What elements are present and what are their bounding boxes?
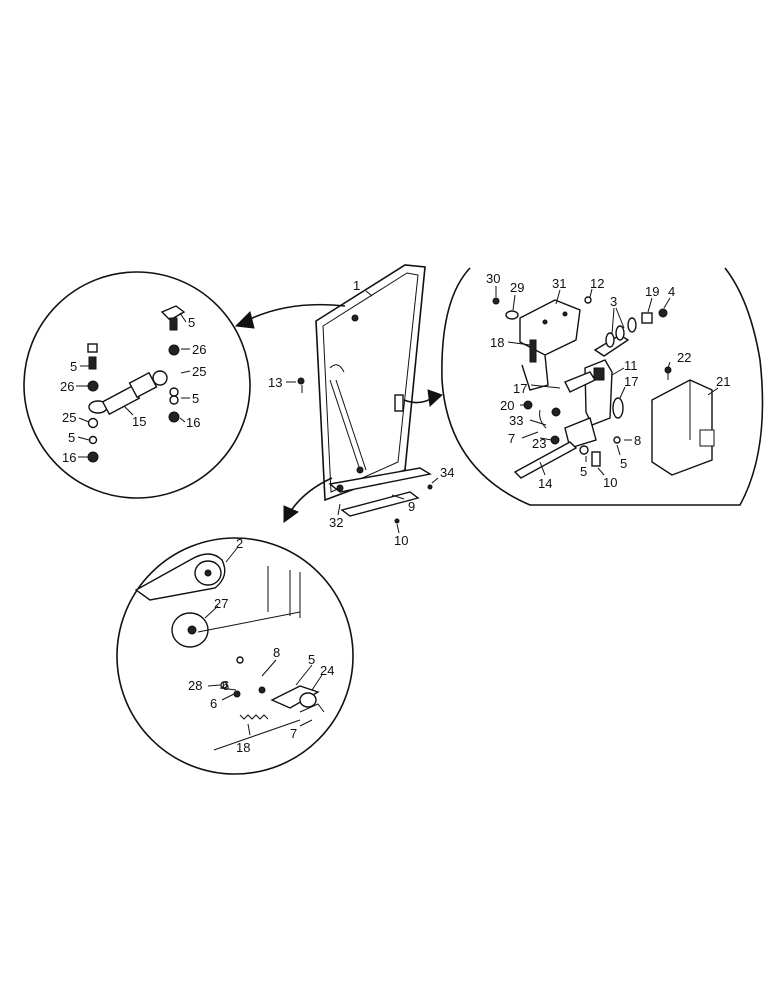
callout-label: 7 (290, 726, 297, 741)
callout-label: 34 (440, 465, 454, 480)
callout-label: 5 (68, 430, 75, 445)
main-door-assembly: 1 13 34 9 32 10 (234, 264, 454, 548)
callout-label: 10 (394, 533, 408, 548)
ball-joint-link (88, 370, 168, 416)
left-hardware-stack-1 (87, 343, 99, 463)
callout-label: 32 (329, 515, 343, 530)
bottom-leader-lines (204, 546, 323, 736)
callout-label: 31 (552, 276, 566, 291)
bottom-detail-circle (116, 537, 354, 775)
callout-label: 29 (510, 280, 524, 295)
pointer-arrows (234, 303, 443, 523)
callout-label: 15 (132, 414, 146, 429)
callout-label: 5 (192, 391, 199, 406)
callout-label: 9 (408, 499, 415, 514)
callout-label: 33 (509, 413, 523, 428)
callout-label: 26 (192, 342, 206, 357)
left-leader-lines (76, 312, 191, 458)
callout-label: 5 (188, 315, 195, 330)
callout-label: 6 (222, 678, 229, 693)
callout-label: 5 (308, 652, 315, 667)
left-detail-circle (23, 271, 251, 499)
left-hardware-stack-2 (160, 305, 186, 423)
callout-label: 2 (236, 536, 243, 551)
callout-label: 5 (70, 359, 77, 374)
callout-label: 5 (580, 464, 587, 479)
bottom-callout-labels: 2 27 8 5 28 24 6 6 7 18 (188, 536, 334, 755)
callout-label: 14 (538, 476, 552, 491)
hinge-cover (651, 379, 713, 476)
callout-label: 25 (62, 410, 76, 425)
hinge-shaft (513, 441, 578, 479)
callout-label: 8 (634, 433, 641, 448)
left-callout-labels: 5 26 5 26 25 15 25 5 5 16 16 (60, 315, 206, 465)
callout-label: 17 (513, 381, 527, 396)
right-callout-labels: 30 29 31 12 3 19 4 18 22 21 11 17 17 20 … (486, 271, 730, 491)
left-detail-view: 5 26 5 26 25 15 25 5 5 16 16 (23, 271, 251, 499)
callout-label: 22 (677, 350, 691, 365)
arrow-head-down (283, 505, 300, 523)
arrow-head-right (427, 389, 443, 408)
callout-label: 20 (500, 398, 514, 413)
callout-label: 3 (610, 294, 617, 309)
callout-label: 25 (192, 364, 206, 379)
latch-plate (340, 491, 420, 517)
hinge-bracket (519, 299, 581, 356)
callout-label: 5 (620, 456, 627, 471)
callout-label: 26 (60, 379, 74, 394)
callout-label: 28 (188, 678, 202, 693)
main-leader-lines (286, 290, 439, 534)
door-frame-inner (322, 272, 419, 493)
door-frame-outer (315, 264, 426, 502)
callout-label: 27 (214, 596, 228, 611)
arrow-head-left (234, 311, 255, 329)
callout-label: 21 (716, 374, 730, 389)
callout-label: 10 (603, 475, 617, 490)
main-callout-labels: 1 13 34 9 32 10 (268, 278, 454, 548)
spring (239, 714, 269, 720)
callout-label: 6 (210, 696, 217, 711)
callout-label: 1 (353, 278, 360, 293)
right-detail-arc (441, 267, 764, 506)
callout-label: 13 (268, 375, 282, 390)
right-leader-lines (495, 286, 719, 476)
bottom-detail-view: 2 27 8 5 28 24 6 6 7 18 (116, 536, 354, 775)
callout-label: 18 (490, 335, 504, 350)
callout-label: 18 (236, 740, 250, 755)
callout-label: 19 (645, 284, 659, 299)
callout-label: 4 (668, 284, 675, 299)
latch-plate-small (270, 685, 320, 709)
callout-label: 23 (532, 436, 546, 451)
callout-label: 12 (590, 276, 604, 291)
callout-label: 17 (624, 374, 638, 389)
callout-label: 8 (273, 645, 280, 660)
right-detail-view: 30 29 31 12 3 19 4 18 22 21 11 17 17 20 … (441, 267, 764, 506)
callout-label: 7 (508, 431, 515, 446)
callout-label: 30 (486, 271, 500, 286)
callout-label: 11 (624, 358, 638, 373)
callout-label: 16 (62, 450, 76, 465)
door-latch-bar (328, 467, 432, 493)
callout-label: 24 (320, 663, 334, 678)
callout-label: 16 (186, 415, 200, 430)
